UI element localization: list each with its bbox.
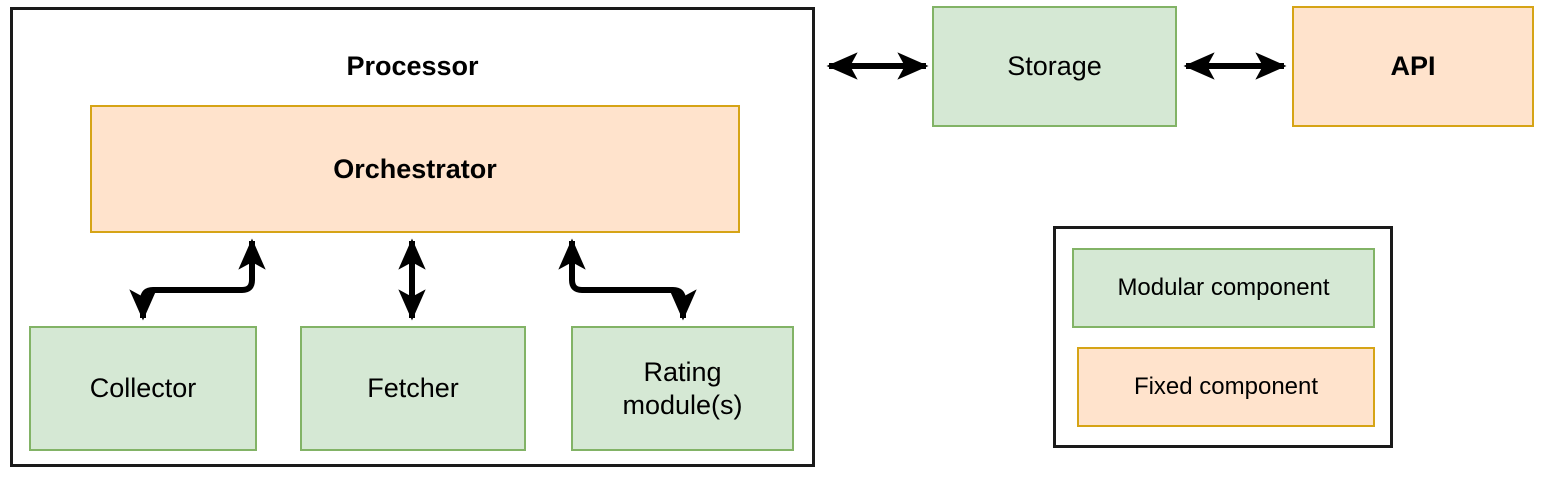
module-fetcher[interactable]: Fetcher — [300, 326, 526, 451]
orchestrator-box[interactable]: Orchestrator — [90, 105, 740, 233]
legend-item-modular: Modular component — [1072, 248, 1375, 328]
processor-title: Processor — [346, 50, 479, 81]
storage-box[interactable]: Storage — [932, 6, 1177, 127]
legend-item-fixed: Fixed component — [1077, 347, 1375, 427]
module-collector[interactable]: Collector — [29, 326, 257, 451]
module-rating[interactable]: Rating module(s) — [571, 326, 794, 451]
api-box[interactable]: API — [1292, 6, 1534, 127]
